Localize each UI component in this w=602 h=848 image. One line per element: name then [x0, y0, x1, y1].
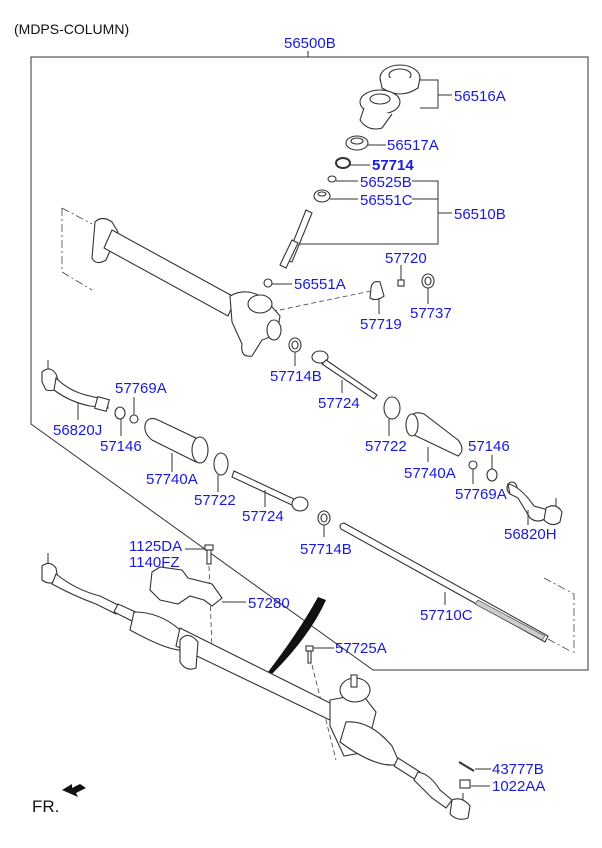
part-57280-bracket[interactable]	[149, 566, 223, 607]
callout-57724-upper[interactable]: 57724	[318, 395, 360, 412]
callout-57740A-left[interactable]: 57740A	[146, 471, 198, 488]
callout-57719[interactable]: 57719	[360, 316, 402, 333]
callout-57725A[interactable]: 57725A	[335, 640, 387, 657]
part-56516A-lower-seal[interactable]	[359, 89, 401, 130]
part-57720-nut[interactable]	[397, 279, 405, 287]
part-57722-clamp-right[interactable]	[383, 396, 401, 420]
callout-57724-left[interactable]: 57724	[242, 508, 284, 525]
part-rack-housing[interactable]	[61, 207, 282, 357]
part-57714B-seal-upper[interactable]	[288, 337, 302, 353]
callout-57714B-lower[interactable]: 57714B	[300, 541, 352, 558]
callout-56551A[interactable]: 56551A	[294, 276, 346, 293]
callout-56500B[interactable]: 56500B	[284, 35, 336, 52]
callout-1125DA[interactable]: 1125DA	[129, 538, 182, 555]
part-57725A-bolt[interactable]	[305, 645, 314, 664]
front-arrow-icon	[62, 784, 86, 797]
part-56517A-bushing[interactable]	[345, 135, 369, 151]
part-56820J-tie-rod-end[interactable]	[41, 360, 111, 413]
part-1125DA-bolt[interactable]	[204, 544, 214, 565]
part-57740A-boot-right[interactable]	[405, 412, 463, 457]
callout-57146-right[interactable]: 57146	[468, 438, 510, 455]
callout-56525B[interactable]: 56525B	[360, 174, 412, 191]
part-43777B-cotter-pin[interactable]	[458, 761, 475, 772]
part-57740A-boot-left[interactable]	[144, 417, 209, 464]
part-57714B-seal-lower[interactable]	[317, 510, 331, 526]
part-57710C-rack-bar[interactable]	[339, 522, 575, 656]
part-57724-inner-tie-rod-upper[interactable]	[311, 350, 378, 400]
part-57722-clamp-left[interactable]	[213, 452, 229, 476]
part-57146-nut-right[interactable]	[486, 468, 498, 482]
exploded-view-indicator	[268, 597, 326, 674]
callout-57740A-right[interactable]: 57740A	[404, 465, 456, 482]
part-pinion-shaft[interactable]	[279, 209, 313, 269]
callout-57720[interactable]: 57720	[385, 250, 427, 267]
callout-56517A[interactable]: 56517A	[387, 137, 439, 154]
callout-57769A-right[interactable]: 57769A	[455, 486, 507, 503]
part-57724-inner-tie-rod-left[interactable]	[231, 470, 309, 512]
front-direction-label: FR.	[32, 797, 59, 816]
assembly-box	[30, 56, 589, 671]
part-57769A-clip-left[interactable]	[129, 414, 139, 424]
callout-1022AA[interactable]: 1022AA	[492, 778, 545, 795]
callout-56510B[interactable]: 56510B	[454, 206, 506, 223]
callout-56516A[interactable]: 56516A	[454, 88, 506, 105]
leader-56516A	[420, 79, 439, 109]
callout-1140FZ[interactable]: 1140FZ	[129, 554, 180, 571]
callout-57714[interactable]: 57714	[372, 157, 414, 174]
callout-43777B[interactable]: 43777B	[492, 761, 544, 778]
part-57719-yoke[interactable]	[369, 281, 385, 301]
callout-56820J[interactable]: 56820J	[53, 422, 102, 439]
callout-57722-right[interactable]: 57722	[365, 438, 407, 455]
assembled-steering-gear[interactable]	[41, 553, 471, 820]
callout-57710C[interactable]: 57710C	[420, 607, 473, 624]
callout-57714B-upper[interactable]: 57714B	[270, 368, 322, 385]
callout-57722-left[interactable]: 57722	[194, 492, 236, 509]
part-56820H-tie-rod-end[interactable]	[506, 481, 563, 526]
part-56525B-oring[interactable]	[327, 175, 337, 183]
callout-57769A-left[interactable]: 57769A	[115, 380, 167, 397]
part-1022AA-castle-nut[interactable]	[459, 779, 471, 789]
callout-57737[interactable]: 57737	[410, 305, 452, 322]
callout-56551C[interactable]: 56551C	[360, 192, 413, 209]
part-56516A-upper-seal[interactable]	[379, 64, 421, 95]
part-57146-nut-left[interactable]	[114, 406, 126, 420]
callout-56820H[interactable]: 56820H	[504, 526, 557, 543]
part-57714-oil-seal[interactable]	[335, 157, 351, 169]
part-57769A-clip-right[interactable]	[468, 460, 478, 470]
part-57737-plug[interactable]	[421, 273, 435, 289]
callout-57146-left[interactable]: 57146	[100, 438, 142, 455]
part-56551C-bearing[interactable]	[313, 189, 331, 203]
part-56551A-bushing[interactable]	[263, 278, 273, 288]
callout-57280[interactable]: 57280	[248, 595, 290, 612]
diagram-title: (MDPS-COLUMN)	[14, 21, 129, 37]
